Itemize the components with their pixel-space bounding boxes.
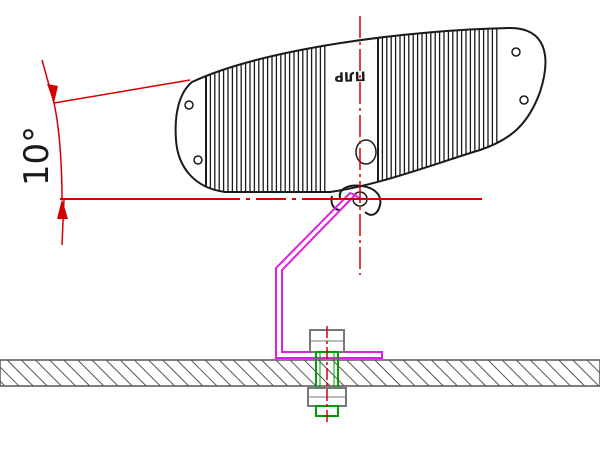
mount-hole (519, 95, 529, 105)
angle-label: 10° (17, 126, 57, 186)
angle-reference-line (53, 79, 191, 104)
mount-hole (511, 47, 521, 57)
arrowhead-bottom (57, 199, 68, 219)
dimension-arc (53, 102, 63, 200)
mount-hole (193, 155, 203, 165)
pedal-logo: ПЛР (334, 67, 366, 83)
center-hole (355, 139, 377, 165)
mount-hole (184, 100, 194, 110)
arrowhead-top (47, 84, 58, 103)
centerlines (53, 16, 488, 424)
angle-dimension (41, 59, 68, 246)
ground-plate (0, 359, 600, 387)
